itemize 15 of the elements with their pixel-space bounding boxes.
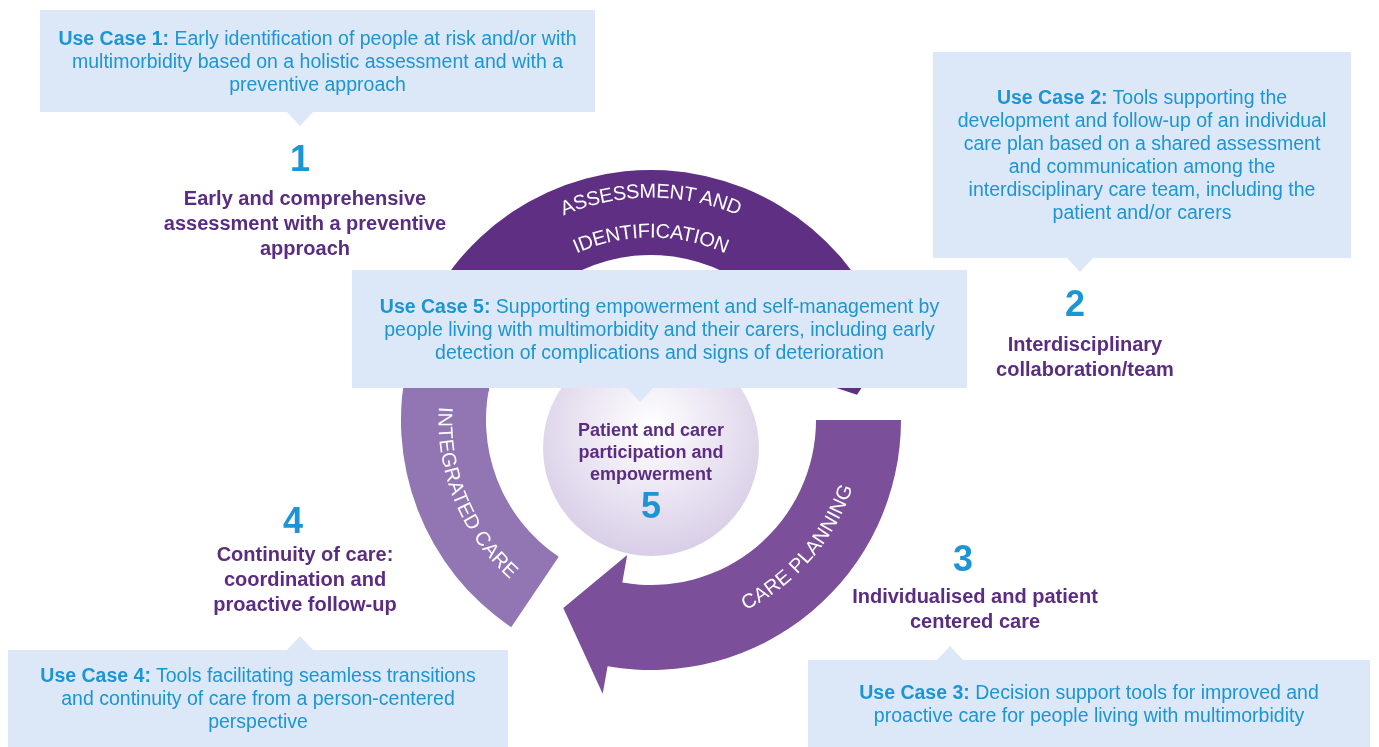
callout-box — [933, 52, 1351, 258]
step-title: Interdisciplinary collaboration/team — [995, 332, 1175, 382]
use-case-text: Use Case 1: Early identification of people at risk and/or with multimorbidity based on a holistic assessment and with a preventive approach — [57, 26, 578, 96]
callout-box — [352, 270, 967, 388]
step-number: 3 — [952, 538, 974, 580]
use-case-text: Use Case 2: Tools supporting the development and follow-up of an individual care plan based on a shared assessment and communication among the interdisciplinary care team, including the patient and/or carers — [956, 86, 1328, 224]
center-text: Patient and carer participation and empowerment — [576, 419, 726, 485]
step-number: 1 — [289, 138, 311, 180]
callout-box — [8, 650, 508, 747]
step-number: 4 — [282, 500, 304, 542]
callout-box — [40, 10, 595, 112]
step-number: 2 — [1064, 283, 1086, 325]
center-number: 5 — [641, 485, 661, 527]
callout-box — [808, 660, 1370, 747]
use-case-text: Use Case 4: Tools facilitating seamless transitions and continuity of care from a person-centered perspective — [39, 664, 477, 733]
